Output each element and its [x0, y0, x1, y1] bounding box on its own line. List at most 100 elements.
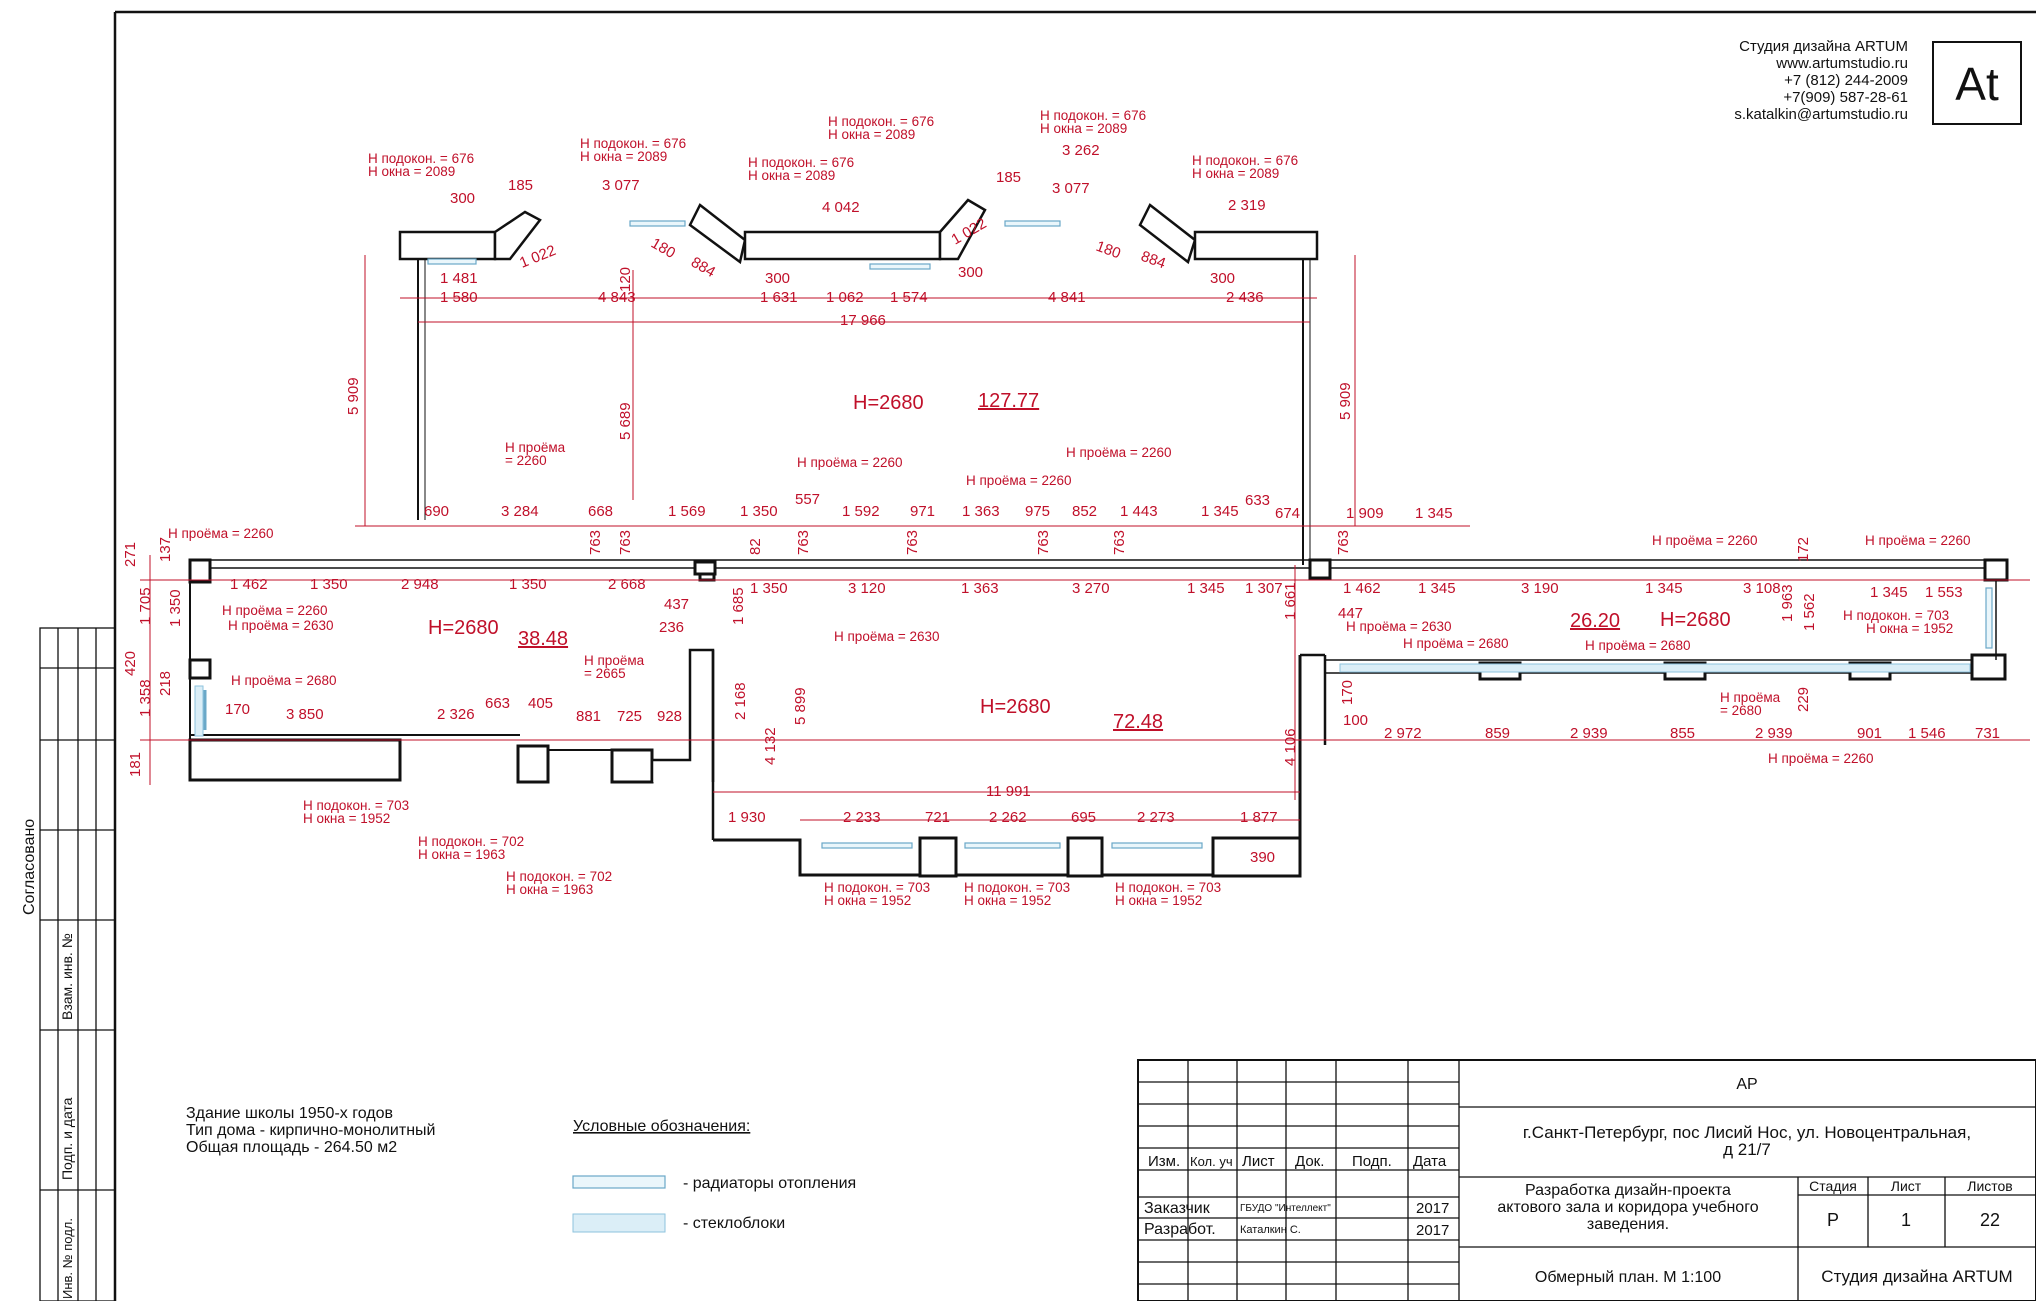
tb-developer: Каталкин С.	[1240, 1224, 1301, 1236]
dim: 185	[508, 177, 533, 194]
dim: 975	[1025, 503, 1050, 520]
dim: 1 574	[890, 289, 928, 306]
tb-sheet: 1	[1901, 1210, 1911, 1230]
dim: 3 284	[501, 503, 539, 520]
tb-col: Изм.	[1148, 1153, 1180, 1170]
note-sill: Н подокон. = 703	[824, 880, 930, 895]
tb-sheets-label: Листов	[1967, 1178, 2013, 1194]
tb-developer-label: Разработ.	[1144, 1221, 1216, 1238]
note-opening: Н проёма = 2260	[1865, 533, 1971, 548]
dim: 881	[576, 708, 601, 725]
dim: 2 168	[732, 682, 749, 720]
dim: 2 233	[843, 809, 881, 826]
dim: 1 705	[137, 587, 154, 625]
note-opening: Н проёма	[1720, 690, 1781, 705]
dim: 731	[1975, 725, 2000, 742]
dim: 300	[958, 264, 983, 281]
dim: 852	[1072, 503, 1097, 520]
studio-header: Студия дизайна ARTUM www.artumstudio.ru …	[1734, 38, 2022, 125]
dim: 928	[657, 708, 682, 725]
note-opening: Н проёма = 2680	[1585, 638, 1691, 653]
dim: 405	[528, 695, 553, 712]
note-opening: Н проёма = 2680	[231, 673, 337, 688]
room-area: 38.48	[518, 628, 568, 650]
dim: 137	[157, 537, 174, 562]
dim: 3 120	[848, 580, 886, 597]
note-opening: Н проёма = 2630	[228, 618, 334, 633]
tb-sheets: 22	[1980, 1210, 2000, 1230]
dim: 2 273	[1137, 809, 1175, 826]
note-opening: = 2665	[584, 666, 626, 681]
note-opening: Н проёма = 2630	[834, 629, 940, 644]
dim: 3 270	[1072, 580, 1110, 597]
glassblocks	[194, 663, 1971, 737]
note-window: Н окна = 2089	[1192, 166, 1279, 181]
window-notes-bottom: Н подокон. = 703 Н окна = 1952 Н подокон…	[303, 608, 1953, 908]
dim: 4 042	[822, 199, 860, 216]
tb-address2: д 21/7	[1723, 1140, 1771, 1159]
dim: 300	[1210, 270, 1235, 287]
note-opening: = 2680	[1720, 703, 1762, 718]
radiators	[203, 220, 1993, 849]
walls	[188, 198, 2009, 878]
dim: 82	[747, 538, 764, 555]
dim: 218	[157, 671, 174, 696]
dim: 390	[1250, 849, 1275, 866]
dim: 1 358	[137, 679, 154, 717]
dim: 859	[1485, 725, 1510, 742]
opening-notes: Н проёма = 2260 Н проёма = 2260 Н проёма…	[168, 440, 1971, 766]
dim: 300	[765, 270, 790, 287]
dim: 1 553	[1925, 584, 1963, 601]
dims-vertical: 5 909 5 689 5 909 763 763 82 763 763 763…	[122, 377, 1818, 777]
dim: 1 685	[730, 587, 747, 625]
dim: 300	[450, 190, 475, 207]
dim: 11 991	[986, 783, 1031, 800]
dim: 674	[1275, 505, 1300, 522]
dim: 2 436	[1226, 289, 1264, 306]
dim: 1 877	[1240, 809, 1278, 826]
info-line: Общая площадь - 264.50 м2	[186, 1139, 397, 1156]
note-sill: Н подокон. = 676	[368, 151, 474, 166]
dim: 17 966	[840, 312, 886, 329]
dim: 181	[127, 752, 144, 777]
dim: 4 843	[598, 289, 636, 306]
room-height: H=2680	[980, 696, 1051, 718]
dim: 172	[1795, 537, 1812, 562]
dim: 2 939	[1570, 725, 1608, 742]
note-sill: Н подокон. = 676	[828, 114, 934, 129]
dim: 1 462	[230, 576, 268, 593]
dim: 901	[1857, 725, 1882, 742]
side-stamp-sign: Подп. и дата	[59, 1097, 75, 1180]
room-area: 26.20	[1570, 610, 1620, 632]
studio-logo-box	[1932, 41, 2022, 125]
dim: 1 350	[509, 576, 547, 593]
dim: 1 363	[961, 580, 999, 597]
dim: 1 631	[760, 289, 798, 306]
dim: 1 350	[167, 589, 184, 627]
studio-email: s.katalkin@artumstudio.ru	[1734, 106, 1908, 123]
room-height: H=2680	[853, 392, 924, 414]
note-opening: Н проёма = 2260	[1768, 751, 1874, 766]
legend-title: Условные обозначения:	[573, 1118, 750, 1135]
dim: 1 546	[1908, 725, 1946, 742]
dim: 170	[225, 701, 250, 718]
tb-studio: Студия дизайна ARTUM	[1821, 1267, 2012, 1286]
dim: 1 963	[1779, 584, 1796, 622]
dim: 1 345	[1201, 503, 1239, 520]
dim: 763	[1111, 530, 1128, 555]
dim: 3 077	[602, 177, 640, 194]
note-window: Н окна = 1952	[1866, 621, 1953, 636]
note-window: Н окна = 2089	[828, 127, 915, 142]
dim: 2 262	[989, 809, 1027, 826]
dim: 663	[485, 695, 510, 712]
note-opening: Н проёма	[584, 653, 645, 668]
dim: 1 909	[1346, 505, 1384, 522]
note-sill: Н подокон. = 676	[580, 136, 686, 151]
note-sill: Н подокон. = 703	[964, 880, 1070, 895]
note-window: Н окна = 1952	[303, 811, 390, 826]
dim: 763	[904, 530, 921, 555]
svg-text:= 2260: = 2260	[505, 453, 547, 468]
legend-glass-swatch	[572, 1213, 666, 1233]
dim: 1 562	[1801, 593, 1818, 631]
dims-bottom: 170 3 850 2 326 663 405 881 725 928 1 93…	[225, 695, 2000, 866]
